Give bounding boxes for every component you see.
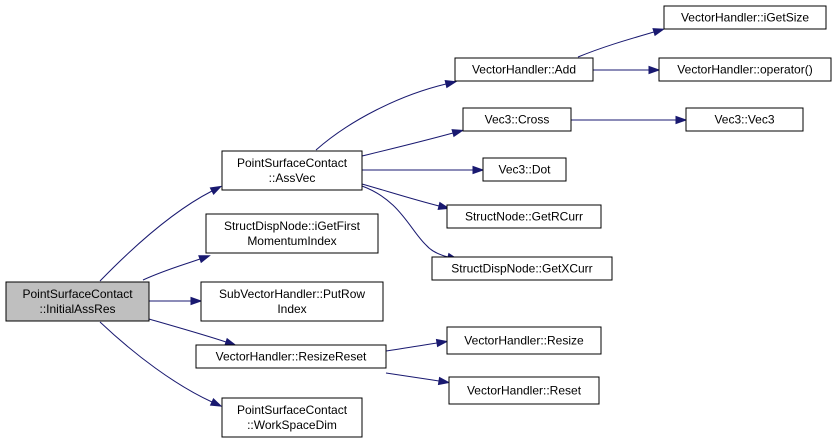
edges-layer xyxy=(99,28,688,407)
node-label-line: VectorHandler::Add xyxy=(472,63,576,77)
arrowhead-icon xyxy=(648,65,661,75)
node-label-line: ::AssVec xyxy=(269,171,316,185)
node-resizereset[interactable]: VectorHandler::ResizeReset xyxy=(195,344,387,369)
arrowhead-icon xyxy=(444,80,458,89)
node-label-line: PointSurfaceContact xyxy=(237,156,348,170)
node-label-line: VectorHandler::Resize xyxy=(464,334,584,348)
edge-add-to-operator xyxy=(593,65,661,75)
node-igetsize[interactable]: VectorHandler::iGetSize xyxy=(663,5,827,30)
node-box xyxy=(221,397,363,438)
edge-line xyxy=(361,132,454,157)
edge-line xyxy=(99,321,213,403)
nodes-layer: PointSurfaceContact::InitialAssResPointS… xyxy=(5,5,832,438)
node-cross[interactable]: Vec3::Cross xyxy=(462,107,572,132)
edge-initialassres-to-workspacedim xyxy=(99,321,223,407)
arrowhead-icon xyxy=(190,296,203,306)
edge-line xyxy=(385,372,440,382)
node-box xyxy=(5,281,150,322)
node-resize[interactable]: VectorHandler::Resize xyxy=(446,326,602,355)
node-box xyxy=(205,213,379,254)
edge-assvec-to-cross xyxy=(361,129,465,157)
edge-line xyxy=(148,318,227,343)
node-label-line: ::InitialAssRes xyxy=(39,302,115,316)
edge-add-to-igetsize xyxy=(577,28,666,58)
arrowhead-icon xyxy=(437,376,451,386)
node-initialassres[interactable]: PointSurfaceContact::InitialAssRes xyxy=(5,281,150,322)
node-label-line: Index xyxy=(277,302,306,316)
edge-resizereset-to-resize xyxy=(385,338,449,352)
arrowhead-icon xyxy=(224,337,237,346)
node-box xyxy=(200,281,384,322)
edge-line xyxy=(361,183,440,207)
node-box xyxy=(221,150,363,191)
node-box xyxy=(195,344,387,369)
node-box xyxy=(482,157,567,182)
edge-initialassres-to-resizereset xyxy=(148,318,237,346)
node-workspacedim[interactable]: PointSurfaceContact::WorkSpaceDim xyxy=(221,397,363,438)
edge-line xyxy=(577,31,655,58)
edge-line xyxy=(315,83,447,151)
node-getrcurr[interactable]: StructNode::GetRCurr xyxy=(446,204,602,229)
edge-line xyxy=(385,342,438,352)
edge-line xyxy=(361,185,449,258)
node-box xyxy=(658,57,832,82)
node-label-line: Vec3::Dot xyxy=(498,163,551,177)
edge-assvec-to-dot xyxy=(362,165,485,175)
arrowhead-icon xyxy=(435,338,449,348)
edge-resizereset-to-reset xyxy=(385,372,451,386)
node-label-line: PointSurfaceContact xyxy=(237,403,348,417)
node-assvec[interactable]: PointSurfaceContact::AssVec xyxy=(221,150,363,191)
edge-assvec-to-getrcurr xyxy=(361,183,451,210)
node-label-line: VectorHandler::iGetSize xyxy=(681,11,809,25)
arrowhead-icon xyxy=(675,115,688,125)
node-label-line: VectorHandler::operator() xyxy=(677,63,812,77)
node-label-line: SubVectorHandler::PutRow xyxy=(219,287,365,301)
node-label-line: StructDispNode::iGetFirst xyxy=(224,219,361,233)
node-box xyxy=(431,256,613,281)
node-box xyxy=(446,326,602,355)
node-vec3[interactable]: Vec3::Vec3 xyxy=(685,107,804,132)
node-box xyxy=(448,376,600,405)
edge-initialassres-to-putrowindex xyxy=(149,296,203,306)
node-label-line: StructDispNode::GetXCurr xyxy=(451,262,592,276)
node-label-line: Vec3::Cross xyxy=(485,113,550,127)
node-box xyxy=(462,107,572,132)
node-operator[interactable]: VectorHandler::operator() xyxy=(658,57,832,82)
arrowhead-icon xyxy=(472,165,485,175)
node-label-line: VectorHandler::Reset xyxy=(467,384,582,398)
edge-initialassres-to-assvec xyxy=(99,185,223,282)
arrowhead-icon xyxy=(652,28,666,37)
node-label-line: ::WorkSpaceDim xyxy=(247,418,337,432)
node-label-line: StructNode::GetRCurr xyxy=(465,210,583,224)
node-box xyxy=(454,57,594,82)
node-box xyxy=(685,107,804,132)
node-label-line: MomentumIndex xyxy=(247,234,336,248)
node-getxcurr[interactable]: StructDispNode::GetXCurr xyxy=(431,256,613,281)
node-label-line: Vec3::Vec3 xyxy=(714,113,774,127)
edge-initialassres-to-igetfirstmomentumindex xyxy=(142,255,211,281)
node-label-line: VectorHandler::ResizeReset xyxy=(216,350,367,364)
arrowhead-icon xyxy=(209,397,223,407)
arrowhead-icon xyxy=(451,129,465,138)
node-dot[interactable]: Vec3::Dot xyxy=(482,157,567,182)
node-reset[interactable]: VectorHandler::Reset xyxy=(448,376,600,405)
arrowhead-icon xyxy=(198,255,211,264)
node-box xyxy=(663,5,827,30)
edge-line xyxy=(142,258,201,281)
node-add[interactable]: VectorHandler::Add xyxy=(454,57,594,82)
node-label-line: PointSurfaceContact xyxy=(22,287,133,301)
node-box xyxy=(446,204,602,229)
edge-cross-to-vec3 xyxy=(571,115,688,125)
arrowhead-icon xyxy=(209,185,223,195)
arrowhead-icon xyxy=(437,201,451,210)
edge-line xyxy=(99,190,213,282)
edge-assvec-to-add xyxy=(315,80,458,151)
